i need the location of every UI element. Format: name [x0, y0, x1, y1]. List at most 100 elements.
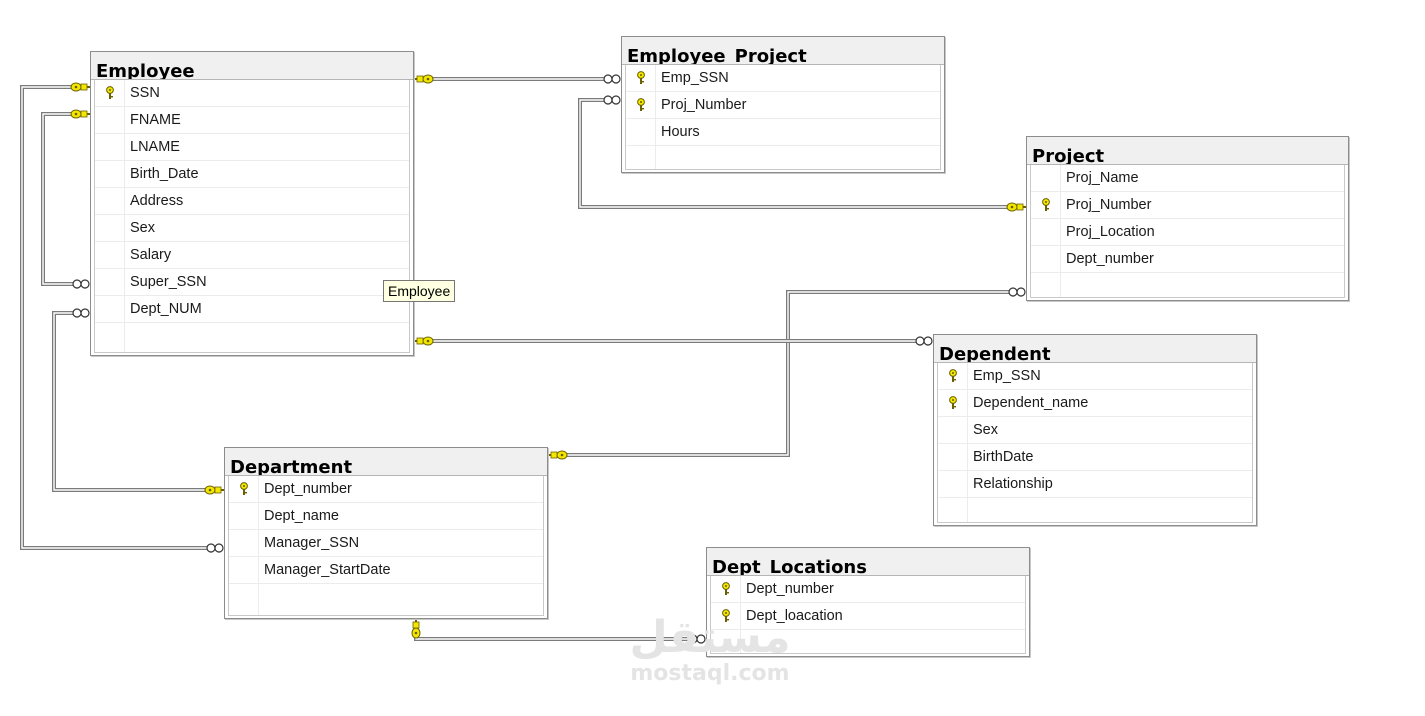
infinity-connector-icon — [72, 308, 90, 318]
column-row[interactable]: Sex — [95, 215, 409, 242]
row-selector — [95, 323, 125, 352]
row-selector — [95, 107, 125, 133]
row-selector — [1031, 246, 1061, 272]
row-selector — [938, 498, 968, 522]
table-title[interactable]: Project — [1027, 137, 1348, 165]
row-selector — [229, 584, 259, 615]
column-name: LNAME — [130, 139, 180, 155]
column-name: Dept_number — [746, 581, 834, 597]
column-row[interactable]: Dept_name — [229, 503, 543, 530]
infinity-connector-icon — [603, 95, 621, 105]
row-selector — [626, 65, 656, 91]
column-name: Hours — [661, 124, 700, 140]
row-selector — [711, 630, 741, 653]
row-selector — [626, 92, 656, 118]
column-row[interactable]: Manager_StartDate — [229, 557, 543, 584]
column-name: BirthDate — [973, 449, 1034, 465]
column-row[interactable]: Dept_number — [711, 576, 1025, 603]
key-connector-icon — [414, 336, 434, 346]
column-name: Relationship — [973, 476, 1053, 492]
new-column-row[interactable] — [711, 630, 1025, 653]
key-connector-icon — [1006, 202, 1026, 212]
column-name: Proj_Number — [661, 97, 747, 113]
column-row[interactable]: Proj_Number — [626, 92, 940, 119]
row-selector — [95, 80, 125, 106]
watermark: مستقل mostaql.com — [605, 615, 815, 687]
row-selector — [938, 390, 968, 416]
column-name: FNAME — [130, 112, 181, 128]
column-name: Dept_NUM — [130, 301, 202, 317]
column-name: Sex — [973, 422, 998, 438]
column-name: Birth_Date — [130, 166, 199, 182]
primary-key-icon — [105, 86, 114, 99]
column-row[interactable]: Address — [95, 188, 409, 215]
new-column-row[interactable] — [938, 498, 1252, 522]
column-name: Address — [130, 193, 184, 209]
new-column-row[interactable] — [1031, 273, 1344, 297]
row-selector — [95, 161, 125, 187]
column-row[interactable]: Relationship — [938, 471, 1252, 498]
column-row[interactable]: Salary — [95, 242, 409, 269]
column-row[interactable]: Hours — [626, 119, 940, 146]
key-connector-icon — [70, 109, 90, 119]
column-name: Proj_Number — [1066, 197, 1152, 213]
row-selector — [95, 188, 125, 214]
table-title[interactable]: Employee — [91, 52, 413, 80]
tooltip: Employee — [383, 280, 456, 302]
column-row[interactable]: Manager_SSN — [229, 530, 543, 557]
key-connector-icon — [204, 485, 224, 495]
primary-key-icon — [1041, 198, 1050, 211]
column-row[interactable]: Dept_number — [229, 476, 543, 503]
column-row[interactable]: Dept_loacation — [711, 603, 1025, 630]
column-row[interactable]: FNAME — [95, 107, 409, 134]
column-name: Dept_loacation — [746, 608, 843, 624]
new-column-row[interactable] — [95, 323, 409, 352]
column-row[interactable]: Proj_Name — [1031, 165, 1344, 192]
table-title[interactable]: Dept_Locations — [707, 548, 1029, 576]
column-row[interactable]: Super_SSN — [95, 269, 409, 296]
column-row[interactable]: LNAME — [95, 134, 409, 161]
column-row[interactable]: Proj_Number — [1031, 192, 1344, 219]
table-title[interactable]: Dependent — [934, 335, 1256, 363]
new-column-row[interactable] — [229, 584, 543, 615]
column-row[interactable]: Emp_SSN — [626, 65, 940, 92]
column-row[interactable]: Dependent_name — [938, 390, 1252, 417]
primary-key-icon — [636, 98, 645, 111]
table-title[interactable]: Employee_Project — [622, 37, 944, 65]
row-selector — [938, 444, 968, 470]
row-selector — [1031, 165, 1061, 191]
table-title[interactable]: Department — [225, 448, 547, 476]
row-selector — [95, 296, 125, 322]
column-name: Emp_SSN — [973, 368, 1041, 384]
watermark-arabic: مستقل — [629, 612, 791, 663]
column-row[interactable]: Proj_Location — [1031, 219, 1344, 246]
infinity-connector-icon — [688, 634, 706, 644]
row-selector — [1031, 219, 1061, 245]
column-row[interactable]: BirthDate — [938, 444, 1252, 471]
column-row[interactable]: Sex — [938, 417, 1252, 444]
key-connector-icon — [548, 450, 568, 460]
primary-key-icon — [239, 482, 248, 495]
rel-project-department-inner — [565, 291, 1010, 456]
infinity-connector-icon — [206, 543, 224, 553]
column-row[interactable]: Emp_SSN — [938, 363, 1252, 390]
primary-key-icon — [636, 71, 645, 84]
rel-empproject-project-inner — [579, 99, 1010, 208]
column-row[interactable]: SSN — [95, 80, 409, 107]
row-selector — [626, 146, 656, 169]
rel-employee-self — [41, 112, 74, 286]
row-selector — [938, 417, 968, 443]
column-row[interactable]: Birth_Date — [95, 161, 409, 188]
column-row[interactable]: Dept_NUM — [95, 296, 409, 323]
column-row[interactable]: Dept_number — [1031, 246, 1344, 273]
new-column-row[interactable] — [626, 146, 940, 169]
